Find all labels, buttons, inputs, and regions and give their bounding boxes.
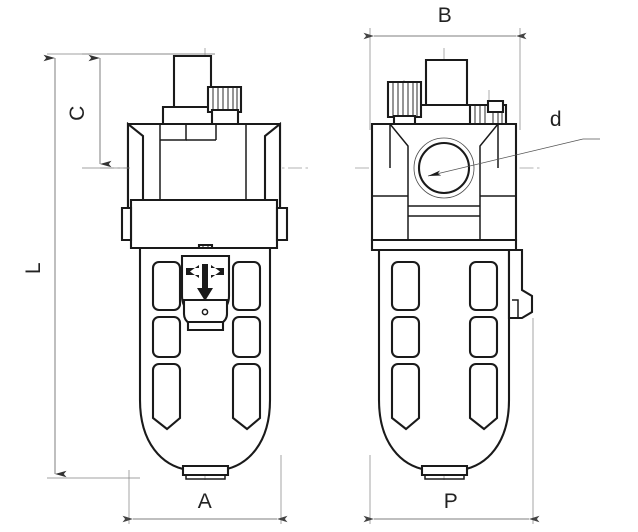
dimension-P-label: P [444, 490, 459, 513]
dimension-A: A [122, 455, 288, 524]
side-top-stem [412, 58, 475, 126]
dimension-C: C [66, 53, 215, 169]
side-bowl-guard-slots-right [468, 260, 499, 431]
front-sight-dome [180, 254, 231, 332]
dimension-B: B [363, 4, 527, 130]
front-body-block [126, 121, 282, 221]
dimension-P: P [363, 318, 540, 524]
dimension-A-label: A [198, 490, 213, 513]
dimension-C-label: C [66, 105, 89, 121]
dimension-L: L [22, 53, 215, 479]
front-view [100, 48, 310, 480]
front-bowl-collar [120, 198, 289, 258]
side-view [355, 48, 540, 480]
dimension-L-label: L [22, 262, 45, 274]
front-knurled-knob [206, 85, 243, 126]
side-port-bore [413, 137, 475, 199]
dimension-d-label: d [550, 108, 562, 131]
flow-arrow-symbol [186, 264, 224, 301]
side-mounting-tab [507, 248, 534, 320]
dimension-B-label: B [438, 4, 453, 27]
front-bowl-guard-slots-right [231, 260, 262, 431]
side-knurled-fitting-right [468, 99, 508, 127]
side-bowl-guard-slots-left [390, 260, 421, 431]
side-knurled-knob-left [386, 80, 423, 128]
front-top-stem [161, 54, 218, 126]
dimension-d: d [427, 108, 600, 177]
front-bowl-guard-slots-left [151, 260, 182, 431]
side-bowl-collar [370, 238, 518, 252]
